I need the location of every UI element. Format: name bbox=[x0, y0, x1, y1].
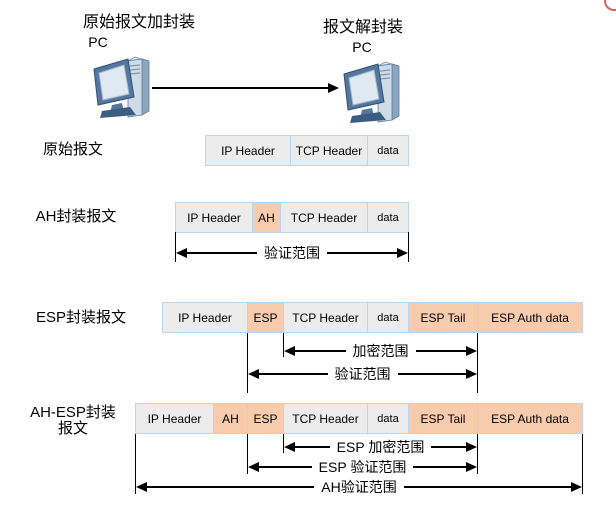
range-tick bbox=[582, 434, 583, 494]
packet-box-tcp-header: TCP Header bbox=[283, 302, 368, 333]
range-arrow-esp-encrypt: ESP 加密范围 bbox=[284, 437, 477, 457]
red-circle-badge bbox=[604, 0, 616, 11]
flow-arrow-head-icon bbox=[328, 83, 339, 93]
packet-box-esp-tail: ESP Tail bbox=[408, 403, 478, 434]
arrowhead-right-icon bbox=[571, 482, 583, 492]
range-arrow-esp-auth: ESP 验证范围 bbox=[248, 457, 477, 477]
range-tick bbox=[477, 333, 478, 393]
range-tick bbox=[247, 333, 248, 393]
range-label: 验证范围 bbox=[327, 364, 398, 384]
range-arrow-esp-encrypt: 加密范围 bbox=[284, 341, 477, 361]
arrowhead-right-icon bbox=[466, 442, 477, 452]
arrowhead-right-icon bbox=[397, 248, 408, 258]
range-tick bbox=[408, 232, 409, 262]
row-label-esp-packet: ESP封装报文 bbox=[35, 309, 126, 326]
range-tick bbox=[135, 434, 136, 494]
range-label: ESP 加密范围 bbox=[329, 437, 432, 457]
arrowhead-right-icon bbox=[466, 462, 477, 472]
arrowhead-left-icon bbox=[248, 369, 259, 379]
left-pc-label: PC bbox=[88, 34, 108, 50]
range-arrow-ah-auth: AH验证范围 bbox=[136, 477, 583, 497]
packet-box-ip-header: IP Header bbox=[162, 302, 248, 333]
range-tick bbox=[477, 434, 478, 474]
packet-box-ip-header: IP Header bbox=[205, 135, 291, 166]
row-label-ah-packet: AH封装报文 bbox=[35, 208, 117, 225]
range-label: AH验证范围 bbox=[314, 477, 404, 497]
pc-icon-left bbox=[93, 56, 150, 118]
packet-box-esp: ESP bbox=[247, 403, 284, 434]
range-label: 加密范围 bbox=[345, 341, 416, 361]
right-flow-caption: 报文解封装 bbox=[322, 19, 403, 36]
right-pc-label: PC bbox=[352, 39, 372, 55]
arrowhead-left-icon bbox=[176, 248, 187, 258]
packet-box-esp-tail: ESP Tail bbox=[408, 302, 478, 333]
arrowhead-left-icon bbox=[136, 482, 147, 492]
packet-box-esp: ESP bbox=[247, 302, 284, 333]
packet-box-tcp-header: TCP Header bbox=[290, 135, 368, 166]
row-label-ah-esp-packet: AH-ESP封装 报文 bbox=[30, 404, 116, 437]
arrowhead-right-icon bbox=[466, 369, 477, 379]
packet-box-data: data bbox=[367, 135, 409, 166]
range-tick bbox=[283, 333, 284, 357]
packet-box-tcp-header: TCP Header bbox=[280, 202, 368, 233]
packet-box-ip-header: IP Header bbox=[175, 202, 253, 233]
range-tick bbox=[247, 434, 248, 474]
packet-box-esp-auth-data: ESP Auth data bbox=[477, 403, 583, 434]
range-label: 验证范围 bbox=[257, 243, 327, 263]
packet-box-esp-auth-data: ESP Auth data bbox=[477, 302, 583, 333]
range-arrow-ah-auth: 验证范围 bbox=[176, 243, 408, 263]
range-arrow-esp-auth: 验证范围 bbox=[248, 364, 477, 384]
packet-box-ah: AH bbox=[213, 403, 248, 434]
flow-arrow-line bbox=[152, 87, 329, 89]
arrowhead-left-icon bbox=[248, 462, 259, 472]
row-label-original-packet: 原始报文 bbox=[42, 141, 103, 158]
range-label: ESP 验证范围 bbox=[311, 457, 414, 477]
packet-box-ip-header: IP Header bbox=[135, 403, 214, 434]
left-flow-caption: 原始报文加封装 bbox=[82, 14, 195, 31]
packet-box-data: data bbox=[367, 403, 409, 434]
arrowhead-left-icon bbox=[284, 346, 295, 356]
range-tick bbox=[175, 232, 176, 262]
packet-box-data: data bbox=[367, 202, 409, 233]
pc-icon-right bbox=[343, 61, 400, 123]
arrowhead-right-icon bbox=[466, 346, 477, 356]
range-tick bbox=[283, 434, 284, 453]
packet-box-tcp-header: TCP Header bbox=[283, 403, 368, 434]
packet-box-data: data bbox=[367, 302, 409, 333]
packet-box-ah: AH bbox=[252, 202, 281, 233]
arrowhead-left-icon bbox=[284, 442, 295, 452]
